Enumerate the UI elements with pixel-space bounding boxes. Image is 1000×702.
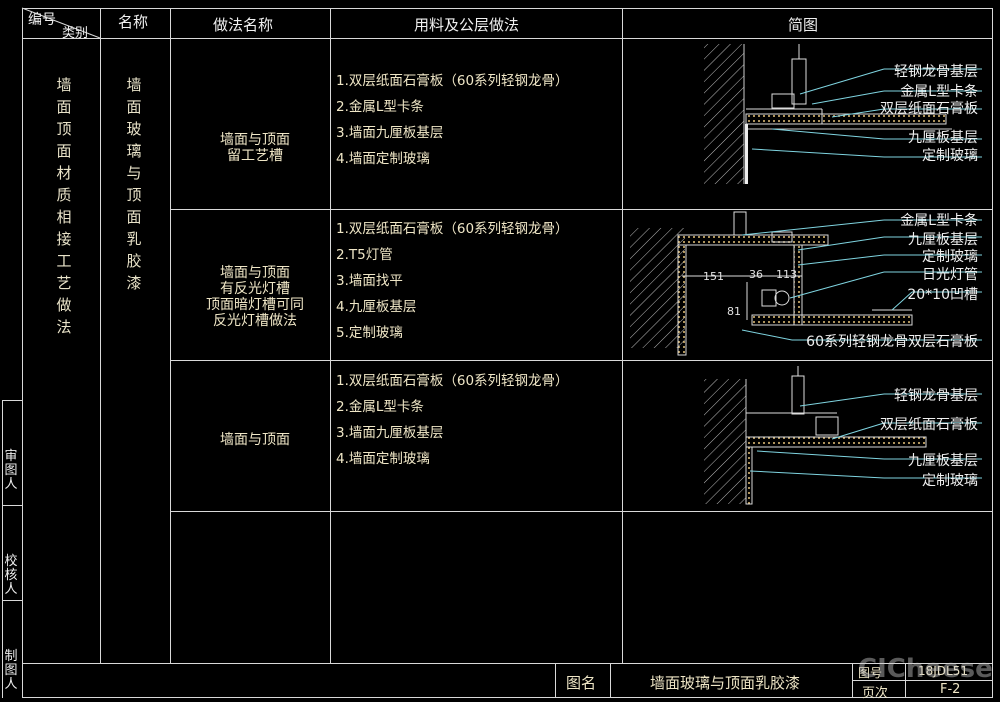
page-number: F-2 <box>940 682 961 697</box>
grid-line <box>2 400 3 698</box>
sidebar-drafter: 制图人 <box>4 649 18 692</box>
dim-151: 151 <box>703 270 724 283</box>
figure-name: 墙面玻璃与顶面乳胶漆 <box>650 674 801 692</box>
header-materials: 用料及公层做法 <box>414 16 520 34</box>
page-label: 页次 <box>862 686 889 701</box>
grid-line <box>992 8 993 698</box>
material-item: 2.金属L型卡条 <box>336 99 424 115</box>
label-2-3: 定制玻璃 <box>922 249 978 265</box>
material-item: 3.墙面九厘板基层 <box>336 425 444 441</box>
grid-line <box>330 8 331 663</box>
method-row-3: 墙面与顶面 <box>220 432 290 448</box>
label-3-2: 双层纸面石膏板 <box>880 417 978 433</box>
sidebar-checker: 校核人 <box>4 554 18 597</box>
grid-line <box>2 400 22 401</box>
label-2-2: 九厘板基层 <box>908 232 978 248</box>
watermark: CICheese <box>858 654 993 684</box>
grid-line <box>100 8 101 663</box>
grid-line <box>610 663 611 698</box>
materials-row-3: 1.双层纸面石膏板（60系列轻钢龙骨） 2.金属L型卡条 3.墙面九厘板基层 4… <box>336 368 569 472</box>
material-item: 2.金属L型卡条 <box>336 399 424 415</box>
grid-line <box>2 505 22 506</box>
material-item: 3.墙面九厘板基层 <box>336 125 444 141</box>
header-code: 编号 <box>28 12 56 28</box>
grid-line <box>170 8 171 663</box>
figure-no-label: 图号 <box>858 666 883 680</box>
method-row-1: 墙面与顶面 留工艺槽 <box>220 132 290 164</box>
grid-line <box>22 38 993 39</box>
material-item: 4.墙面定制玻璃 <box>336 451 430 467</box>
header-method-name: 做法名称 <box>213 16 274 34</box>
label-2-6: 60系列轻钢龙骨双层石膏板 <box>806 334 978 350</box>
dim-81: 81 <box>727 305 741 318</box>
grid-line <box>555 663 556 698</box>
label-2-5: 20*10凹槽 <box>907 287 978 303</box>
header-sketch: 简图 <box>788 16 819 34</box>
grid-line <box>22 8 23 698</box>
grid-line <box>170 360 993 361</box>
label-2-1: 金属L型卡条 <box>900 213 978 229</box>
dim-113: 113 <box>776 268 797 281</box>
figure-no: 18JDL51 <box>918 664 969 678</box>
name-text: 墙面玻璃与顶面乳胶漆 <box>126 76 142 292</box>
sketch-row-3 <box>704 366 982 505</box>
material-item: 1.双层纸面石膏板（60系列轻钢龙骨） <box>336 73 569 89</box>
materials-row-1: 1.双层纸面石膏板（60系列轻钢龙骨） 2.金属L型卡条 3.墙面九厘板基层 4… <box>336 68 569 172</box>
label-1-3: 双层纸面石膏板 <box>880 101 978 117</box>
dim-36: 36 <box>749 268 763 281</box>
label-3-4: 定制玻璃 <box>922 473 978 489</box>
method-row-2: 墙面与顶面 有反光灯槽 顶面暗灯槽可同 反光灯槽做法 <box>206 265 304 329</box>
grid-line <box>852 680 993 681</box>
grid-line <box>22 697 993 698</box>
material-item: 4.墙面定制玻璃 <box>336 151 430 167</box>
label-1-5: 定制玻璃 <box>922 148 978 164</box>
label-1-1: 轻钢龙骨基层 <box>894 64 978 80</box>
grid-line <box>22 8 993 9</box>
material-item: 4.九厘板基层 <box>336 299 417 315</box>
material-item: 5.定制玻璃 <box>336 325 403 341</box>
category-text: 墙面顶面材质相接工艺做法 <box>56 76 72 336</box>
label-1-4: 九厘板基层 <box>908 130 978 146</box>
material-item: 1.双层纸面石膏板（60系列轻钢龙骨） <box>336 221 569 237</box>
sidebar-reviewer: 审图人 <box>4 449 18 492</box>
figure-label: 图名 <box>566 674 597 692</box>
header-name: 名称 <box>118 13 149 31</box>
grid-line <box>22 663 993 664</box>
grid-line <box>170 511 993 512</box>
header-category: 类别 <box>62 26 89 41</box>
label-3-1: 轻钢龙骨基层 <box>894 388 978 404</box>
label-2-4: 日光灯管 <box>922 267 978 283</box>
label-1-2: 金属L型卡条 <box>900 84 978 100</box>
sketch-row-1 <box>704 44 982 184</box>
grid-line <box>622 8 623 663</box>
material-item: 2.T5灯管 <box>336 247 393 263</box>
sketch-row-2 <box>630 211 982 356</box>
material-item: 1.双层纸面石膏板（60系列轻钢龙骨） <box>336 373 569 389</box>
material-item: 3.墙面找平 <box>336 273 403 289</box>
materials-row-2: 1.双层纸面石膏板（60系列轻钢龙骨） 2.T5灯管 3.墙面找平 4.九厘板基… <box>336 216 569 346</box>
label-3-3: 九厘板基层 <box>908 453 978 469</box>
grid-line <box>2 600 22 601</box>
grid-line <box>170 209 993 210</box>
